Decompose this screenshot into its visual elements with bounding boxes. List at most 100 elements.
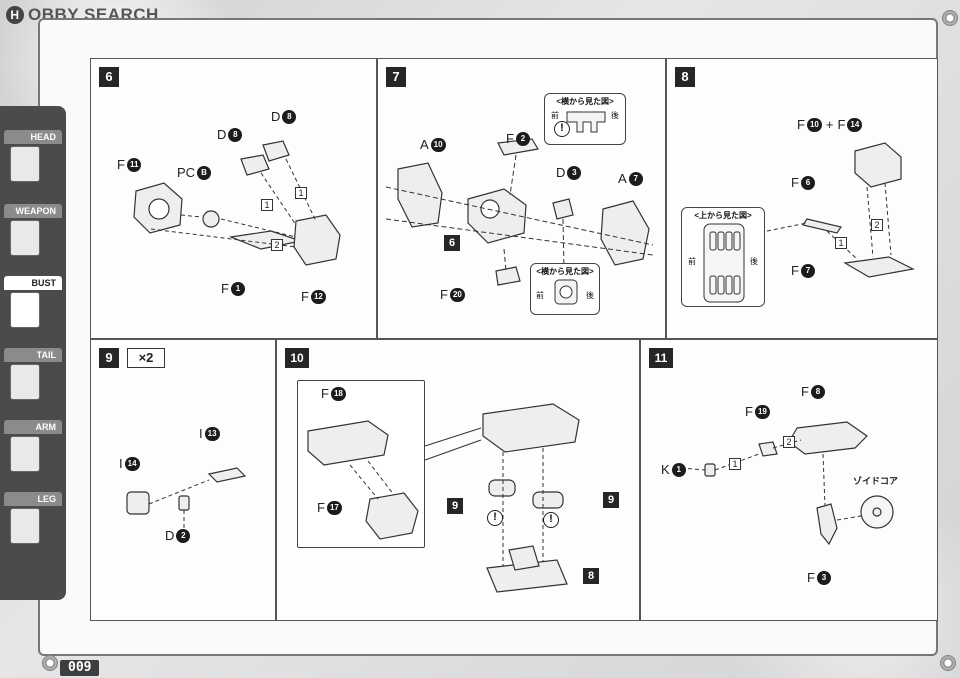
callout-title: <横から見た図> (556, 97, 614, 106)
caution-icon: ! (487, 510, 503, 526)
nav-tab-label: ARM (4, 420, 62, 434)
part-number: 8 (282, 109, 297, 124)
part-letter: F (807, 570, 815, 585)
subassembly-callout (297, 380, 425, 548)
back-label: 後 (586, 291, 594, 300)
step-reference: 6 (444, 235, 460, 251)
part-letter: F (797, 117, 805, 132)
part-letter: A (618, 171, 627, 186)
part-letter: F (745, 404, 753, 419)
part-letter: PC (177, 165, 196, 180)
part-letter: F (317, 500, 325, 515)
step-number: 9 (99, 348, 119, 368)
part-letter: F (791, 263, 799, 278)
part-letter: D (217, 127, 227, 142)
part-number: 14 (124, 456, 140, 471)
order-marker: 2 (271, 239, 283, 251)
callout-title: <横から見た図> (536, 267, 594, 276)
part-letter: F (221, 281, 229, 296)
part-letter: D (556, 165, 566, 180)
step-number: 8 (675, 67, 695, 87)
part-number: 1 (671, 462, 686, 477)
nav-tab-tail[interactable]: TAIL (4, 348, 62, 406)
nav-tab-bust[interactable]: BUST (4, 276, 62, 334)
part-letter: F (440, 287, 448, 302)
step-reference: 9 (603, 492, 619, 508)
back-label: 後 (611, 111, 619, 120)
nav-tab-arm[interactable]: ARM (4, 420, 62, 478)
screw-icon (940, 655, 956, 671)
part-letter: F (801, 384, 809, 399)
part-number: 6 (800, 175, 815, 190)
callout-title: <上から見た図> (694, 211, 752, 220)
part-number: 3 (816, 570, 831, 585)
quantity-multiplier: ×2 (127, 348, 165, 368)
nav-tab-head[interactable]: HEAD (4, 130, 62, 188)
part-number: 17 (326, 500, 342, 515)
part-letter: F (117, 157, 125, 172)
front-label: 前 (536, 291, 544, 300)
part-letter: K (661, 462, 670, 477)
step-10-drawing (424, 403, 580, 593)
part-letter: I (199, 426, 203, 441)
nav-tab-weapon[interactable]: WEAPON (4, 204, 62, 262)
part-letter: F (506, 131, 514, 146)
order-marker: 1 (295, 187, 307, 199)
arm-thumbnail-icon (10, 436, 40, 472)
top-view-callout: <上から見た図> 前 後 (681, 207, 765, 307)
caution-icon: ! (543, 512, 559, 528)
screw-icon (942, 10, 958, 26)
head-thumbnail-icon (10, 146, 40, 182)
part-number: 10 (806, 117, 822, 132)
part-letter: F (301, 289, 309, 304)
part-letter: I (119, 456, 123, 471)
step-7-drawing (385, 138, 654, 286)
step-6-drawing (133, 140, 341, 266)
part-number: 18 (330, 386, 346, 401)
part-letter: F (791, 175, 799, 190)
step-11-drawing (680, 421, 894, 546)
part-letter: A (420, 137, 429, 152)
part-letter: D (165, 528, 175, 543)
side-nav: HEAD WEAPON BUST TAIL ARM LEG (0, 106, 66, 600)
nav-tab-label: WEAPON (4, 204, 62, 218)
step-reference: 9 (447, 498, 463, 514)
nav-tab-leg[interactable]: LEG (4, 492, 62, 550)
order-marker: 2 (871, 219, 883, 231)
step-reference: 8 (583, 568, 599, 584)
back-label: 後 (750, 257, 758, 266)
caution-icon: ! (554, 121, 570, 137)
part-number: 10 (430, 137, 446, 152)
part-number: 7 (800, 263, 815, 278)
part-number: 2 (515, 131, 530, 146)
part-number: 20 (449, 287, 465, 302)
leg-thumbnail-icon (10, 508, 40, 544)
watermark-logo-icon: H (6, 6, 24, 24)
front-label: 前 (551, 111, 559, 120)
step-9-drawing (126, 467, 247, 530)
part-number: B (197, 165, 212, 180)
part-letter: F (321, 386, 329, 401)
bust-thumbnail-icon (10, 292, 40, 328)
nav-tab-label: HEAD (4, 130, 62, 144)
part-number: 8 (228, 127, 243, 142)
